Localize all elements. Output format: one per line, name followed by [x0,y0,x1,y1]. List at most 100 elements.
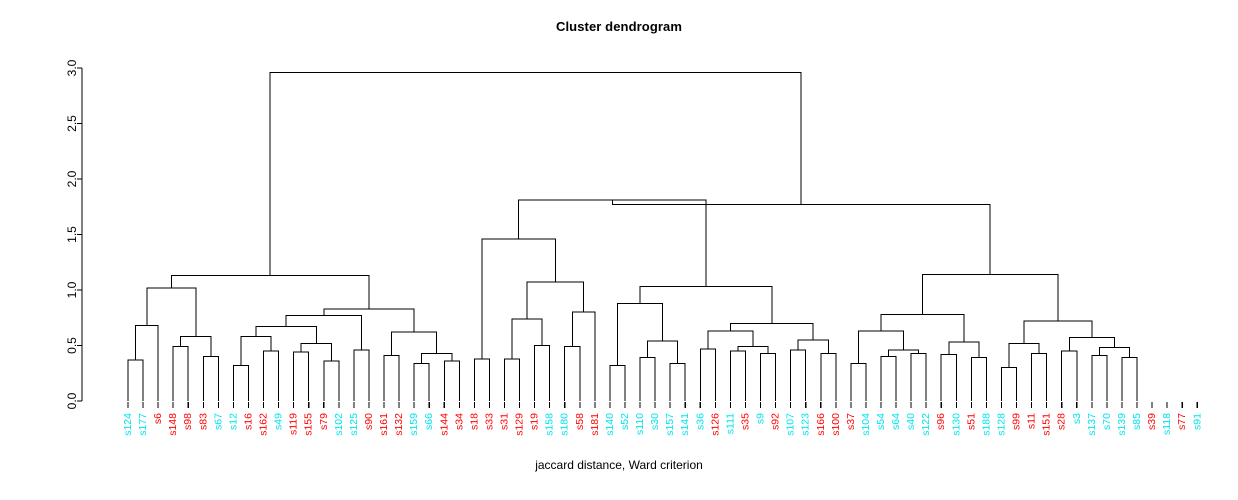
leaf-label: s100 [830,413,842,436]
dendrogram-link [526,281,585,319]
leaf-label: s64 [890,413,902,430]
leaf-label: s34 [453,413,465,430]
leaf-label: s12 [227,413,239,430]
dendrogram-link [880,313,965,343]
leaf-label: s33 [483,413,495,430]
leaf-label: s91 [1191,413,1203,430]
leaf-label: s129 [514,413,526,436]
y-tick-label: 3.0 [65,59,79,76]
leaf-label: s166 [815,413,827,436]
leaf-label: s90 [363,413,375,430]
dendrogram-link [970,357,987,401]
dendrogram-link [1061,350,1078,401]
leaf-label: s125 [348,413,360,436]
dendrogram-link [647,340,679,364]
dendrogram-link [564,346,581,401]
leaf-label: s148 [167,413,179,436]
dendrogram-link [383,354,400,401]
dendrogram-link [1000,367,1018,401]
leaf-label: s52 [619,413,631,430]
dendrogram-link [473,358,490,401]
leaf-label: s104 [860,413,872,436]
leaf-label: s188 [980,413,992,436]
dendrogram-link [760,352,777,401]
dendrogram-link [729,322,814,340]
leaf-label: s151 [1041,413,1053,436]
leaf-label: s102 [333,413,345,436]
leaf-label: s132 [393,413,405,436]
dendrogram-link [504,358,521,401]
leaf-label: s123 [800,413,812,436]
dendrogram-link [611,200,991,275]
dendrogram-link [609,364,626,401]
dendrogram-link [285,315,362,350]
leaf-label: s118 [1161,413,1173,435]
dendrogram-link [170,275,370,309]
dendrogram-link [571,311,596,401]
leaf-label: s159 [408,413,420,436]
dendrogram-link [413,362,430,401]
leaf-label: s99 [1011,413,1023,430]
dendrogram-link [639,286,773,324]
leaf-label: s126 [709,413,721,436]
y-tick-label: 2.5 [65,115,79,132]
leaf-label: s158 [544,413,556,436]
leaf-label: s77 [1176,413,1188,430]
leaf-label: s111 [724,413,736,434]
dendrogram-link [323,360,340,401]
x-axis-ticks [127,402,1198,408]
leaf-label: s140 [604,413,616,436]
leaf-label: s128 [995,413,1007,436]
dendrogram-link [797,339,829,354]
leaf-label: s28 [1056,413,1068,430]
dendrogram-link [293,351,310,401]
y-axis: 0.00.51.01.52.02.53.0 [65,59,83,409]
dendrogram-link [616,302,664,366]
dendrogram-link [850,362,867,401]
leaf-label: s141 [679,413,691,436]
leaf-label: s180 [559,413,571,436]
dendrogram-link [699,348,716,401]
dendrogram-link [135,325,159,401]
leaf-label: s98 [182,413,194,430]
leaf-label: s119 [288,413,300,435]
leaf-label: s144 [438,413,450,436]
dendrogram-link [511,318,543,359]
dendrogram-link [323,308,415,333]
leaf-label: s6 [152,413,164,424]
leaf-label: s16 [242,413,254,430]
leaf-label: s67 [212,413,224,430]
leaf-label: s107 [785,413,797,436]
dendrogram-link [737,346,769,354]
x-axis-label: jaccard distance, Ward criterion [535,458,703,472]
dendrogram-link [391,331,438,356]
dendrogram-link [820,352,837,401]
dendrogram-link [443,360,460,401]
dendrogram-link [255,326,317,344]
leaf-label: s161 [378,413,390,436]
dendrogram-link [518,199,707,287]
leaf-label: s40 [905,413,917,430]
dendrogram-link [1121,357,1138,401]
leaf-label: s110 [634,413,646,435]
dendrogram-link [534,345,551,401]
y-tick-label: 1.5 [65,226,79,243]
dendrogram-links [127,71,1138,401]
leaf-label: s122 [920,413,932,436]
dendrogram-link [948,341,980,358]
dendrogram-link [1091,354,1108,401]
dendrogram-link [421,352,453,364]
dendrogram-link [1068,337,1115,352]
leaf-label: s139 [1116,413,1128,436]
dendrogram-link [1008,342,1040,368]
leaf-label: s124 [122,413,134,436]
leaf-label: s11 [1026,413,1038,429]
leaf-label: s157 [664,413,676,436]
dendrogram-link [1031,352,1048,401]
leaf-label: s155 [303,413,315,436]
dendrogram-link [790,349,807,401]
dendrogram-link [1098,347,1130,358]
leaf-label: s3 [1071,413,1083,424]
